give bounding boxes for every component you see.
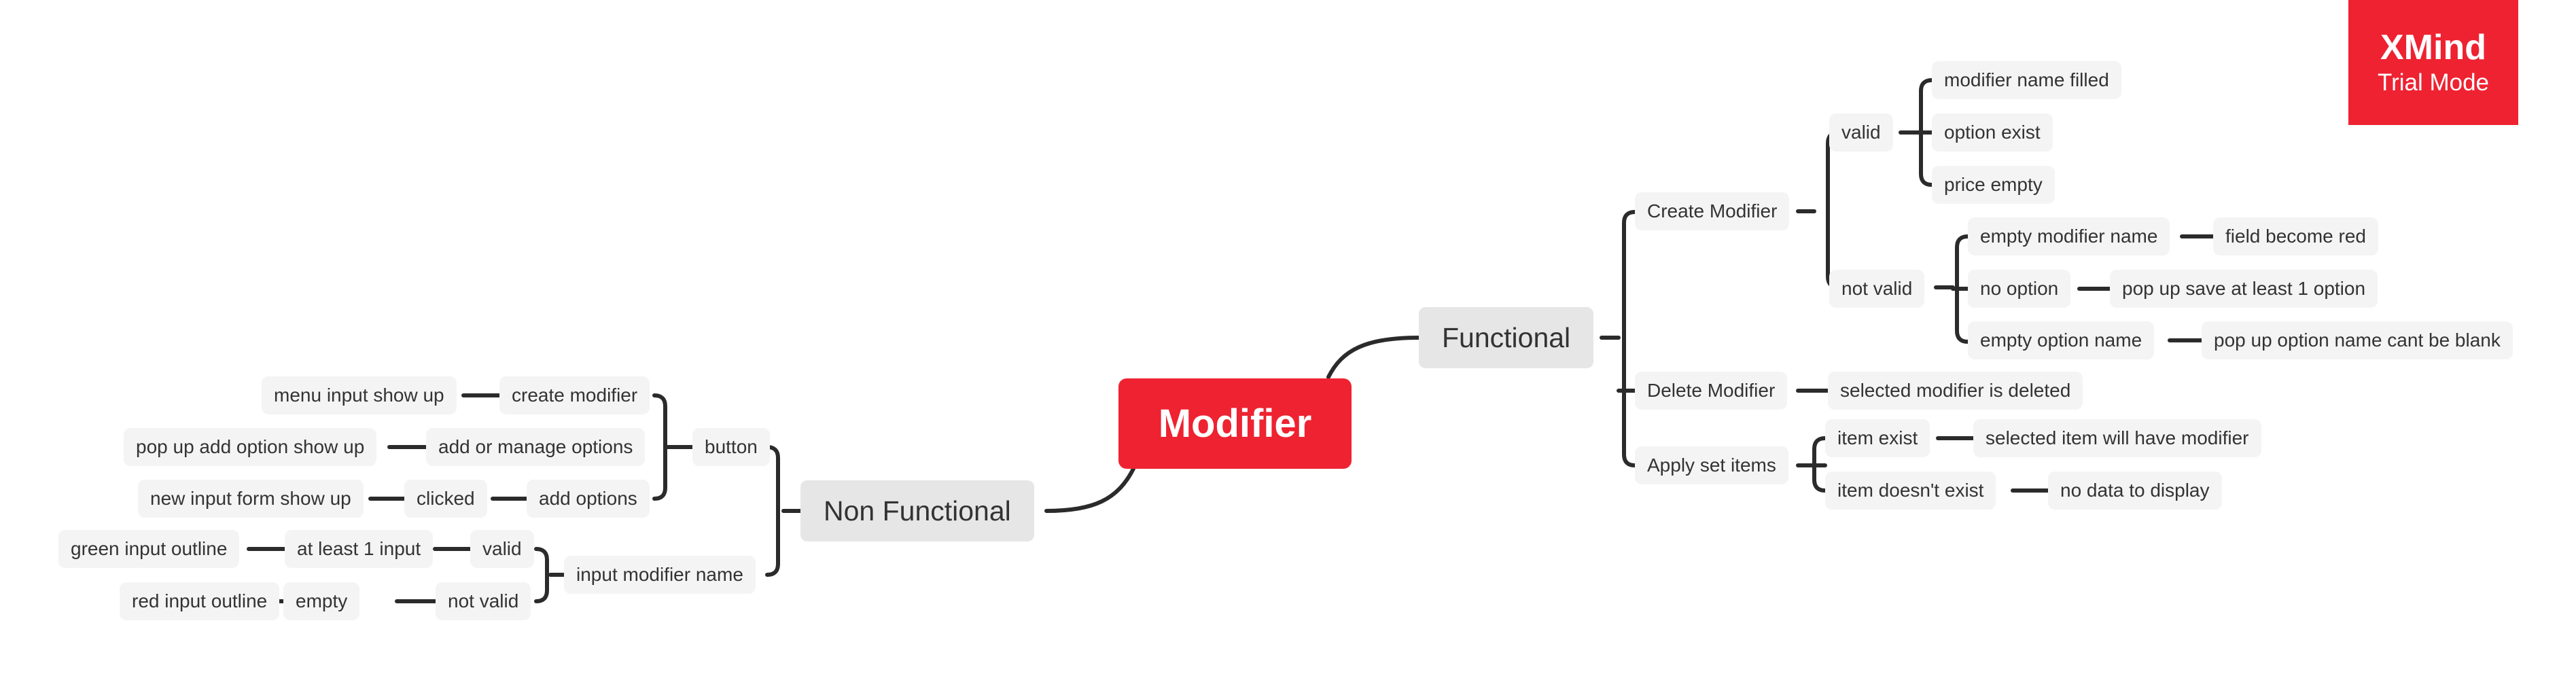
watermark-title: XMind [2380,28,2486,67]
topic-green-input-outline[interactable]: green input outline [58,530,240,568]
topic-apply-set-items-label: Apply set items [1647,455,1776,476]
topic-no-data-display[interactable]: no data to display [2048,472,2222,510]
topic-add-options-label: add options [539,488,637,509]
topic-input-valid[interactable]: valid [470,530,534,568]
topic-new-input-form-label: new input form show up [150,488,351,509]
topic-create-valid[interactable]: valid [1829,113,1893,152]
connector-central-nonfunctional [1044,467,1135,513]
topic-create-modifier-label: Create Modifier [1647,200,1778,221]
topic-input-modifier-name-label: input modifier name [576,564,743,585]
topic-no-option-label: no option [1980,278,2059,299]
topic-input-not-valid[interactable]: not valid [436,582,531,620]
topic-field-become-red[interactable]: field become red [2213,217,2379,255]
topic-delete-modifier[interactable]: Delete Modifier [1635,372,1788,410]
topic-red-input-outline[interactable]: red input outline [120,582,280,620]
topic-empty[interactable]: empty [283,582,360,620]
topic-no-data-display-label: no data to display [2060,480,2210,501]
topic-empty-modifier-name[interactable]: empty modifier name [1968,217,2170,255]
topic-price-empty[interactable]: price empty [1932,166,2055,204]
bracket-functional [1622,210,1637,467]
topic-field-become-red-label: field become red [2225,226,2367,247]
topic-empty-option-name-label: empty option name [1980,330,2142,351]
topic-functional[interactable]: Functional [1419,307,1594,368]
topic-add-options[interactable]: add options [527,480,650,518]
topic-delete-modifier-label: Delete Modifier [1647,380,1776,401]
topic-new-input-form[interactable]: new input form show up [138,480,364,518]
topic-price-empty-label: price empty [1944,174,2043,195]
topic-pop-up-option-name-blank-label: pop up option name cant be blank [2214,330,2501,351]
topic-empty-modifier-name-label: empty modifier name [1980,226,2158,247]
topic-green-input-outline-label: green input outline [71,538,228,559]
topic-create-modifier-button[interactable]: create modifier [499,376,650,414]
topic-input-modifier-name[interactable]: input modifier name [564,556,756,594]
topic-item-doesnt-exist[interactable]: item doesn't exist [1825,472,1996,510]
central-topic-label: Modifier [1158,402,1312,446]
topic-item-doesnt-exist-label: item doesn't exist [1837,480,1984,501]
topic-menu-input-show-up-label: menu input show up [274,385,444,406]
topic-pop-up-save-option-label: pop up save at least 1 option [2122,278,2366,299]
topic-red-input-outline-label: red input outline [132,590,268,611]
topic-selected-item-modifier[interactable]: selected item will have modifier [1973,419,2261,457]
topic-add-manage-options-label: add or manage options [438,436,633,457]
topic-input-not-valid-label: not valid [448,590,519,611]
topic-button[interactable]: button [692,428,770,466]
topic-at-least-one-input-label: at least 1 input [297,538,421,559]
topic-menu-input-show-up[interactable]: menu input show up [262,376,457,414]
topic-option-exist-label: option exist [1944,122,2041,143]
topic-modifier-name-filled-label: modifier name filled [1944,69,2109,90]
topic-item-exist-label: item exist [1837,427,1918,448]
topic-functional-label: Functional [1442,321,1571,353]
xmind-trial-watermark: XMind Trial Mode [2348,0,2518,125]
topic-create-not-valid-label: not valid [1841,278,1913,299]
topic-at-least-one-input[interactable]: at least 1 input [285,530,434,568]
topic-add-manage-options[interactable]: add or manage options [426,428,646,466]
topic-empty-option-name[interactable]: empty option name [1968,321,2155,359]
topic-non-functional-label: Non Functional [824,495,1011,527]
topic-create-not-valid[interactable]: not valid [1829,270,1925,308]
topic-non-functional[interactable]: Non Functional [800,480,1034,541]
topic-input-valid-label: valid [482,538,522,559]
topic-pop-up-option-name-blank[interactable]: pop up option name cant be blank [2202,321,2513,359]
topic-create-modifier[interactable]: Create Modifier [1635,192,1790,230]
watermark-subtitle: Trial Mode [2377,69,2490,96]
topic-pop-up-add-option[interactable]: pop up add option show up [124,428,377,466]
topic-clicked[interactable]: clicked [404,480,487,518]
topic-item-exist[interactable]: item exist [1825,419,1930,457]
topic-selected-modifier-deleted-label: selected modifier is deleted [1840,380,2071,401]
topic-option-exist[interactable]: option exist [1932,113,2053,152]
topic-empty-label: empty [296,590,348,611]
topic-pop-up-save-option[interactable]: pop up save at least 1 option [2110,270,2378,308]
topic-modifier-name-filled[interactable]: modifier name filled [1932,61,2121,99]
topic-clicked-label: clicked [417,488,475,509]
topic-pop-up-add-option-label: pop up add option show up [136,436,365,457]
topic-apply-set-items[interactable]: Apply set items [1635,446,1788,484]
topic-selected-item-modifier-label: selected item will have modifier [1986,427,2249,448]
topic-create-modifier-button-label: create modifier [512,385,638,406]
topic-no-option[interactable]: no option [1968,270,2071,308]
topic-button-label: button [705,436,758,457]
topic-selected-modifier-deleted[interactable]: selected modifier is deleted [1828,372,2083,410]
connector-central-functional [1326,336,1421,379]
topic-create-valid-label: valid [1841,122,1881,143]
central-topic[interactable]: Modifier [1118,378,1352,469]
